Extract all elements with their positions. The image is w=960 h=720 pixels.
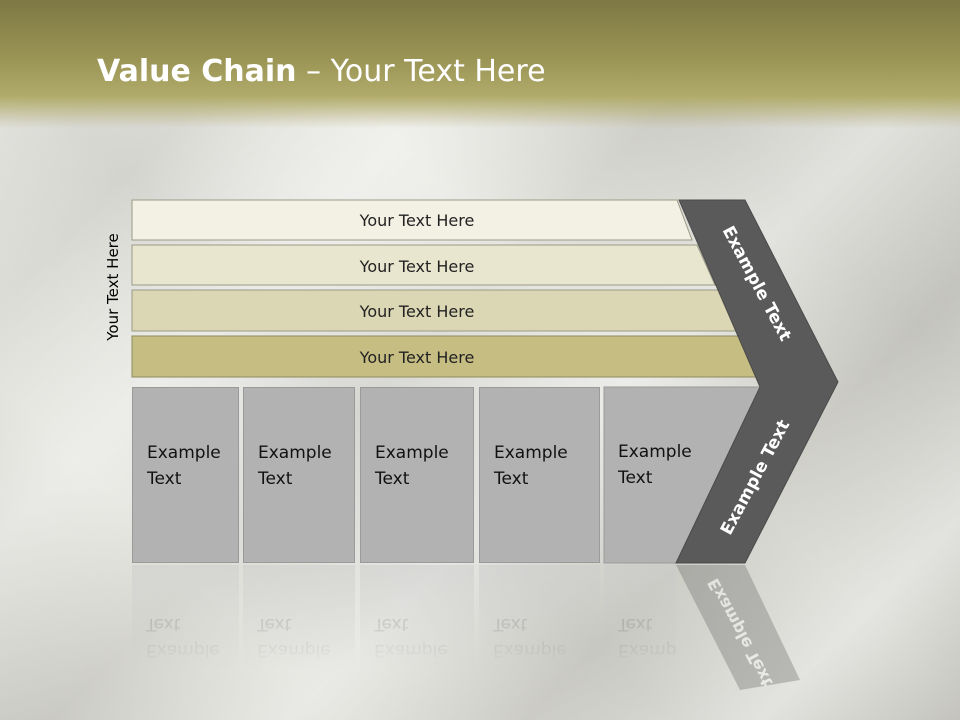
reflection-3-line2: Text bbox=[374, 614, 409, 634]
primary-cell-1-line1: Example bbox=[147, 443, 221, 463]
primary-cell-4-line2: Text bbox=[494, 469, 529, 489]
margin-chevron[interactable] bbox=[675, 199, 839, 564]
cell-reflection-5: Example Text bbox=[604, 565, 676, 715]
reflection-2-line2: Text bbox=[257, 614, 292, 634]
slide-title: Value Chain – Your Text Here bbox=[97, 54, 546, 89]
support-bar-2[interactable] bbox=[131, 244, 716, 286]
primary-cell-1[interactable]: Example Text bbox=[132, 387, 239, 563]
reflection-5-line1: Example bbox=[618, 640, 676, 660]
cell-reflection-2: Example Text bbox=[243, 565, 355, 715]
cell-reflection-1: Example Text bbox=[132, 565, 239, 715]
primary-cell-3[interactable]: Example Text bbox=[360, 387, 474, 563]
reflection-1-line1: Example bbox=[146, 640, 220, 660]
support-bar-label-3: Your Text Here bbox=[132, 291, 702, 331]
cell-reflection-3: Example Text bbox=[360, 565, 474, 715]
chevron-reflection: Example Text bbox=[676, 565, 800, 690]
support-text-4: Your Text Here bbox=[359, 347, 475, 367]
cell-reflection-4: Example Text bbox=[479, 565, 600, 715]
primary-cell-2-line2: Text bbox=[258, 469, 293, 489]
header-band bbox=[0, 0, 960, 128]
support-bar-label-2: Your Text Here bbox=[132, 246, 702, 286]
support-bar-1[interactable] bbox=[131, 199, 693, 241]
primary-cell-3-line2: Text bbox=[375, 469, 410, 489]
primary-cell-3-line1: Example bbox=[375, 443, 449, 463]
primary-cell-2-line1: Example bbox=[258, 443, 332, 463]
support-bar-label-1: Your Text Here bbox=[132, 200, 702, 240]
primary-cell-2[interactable]: Example Text bbox=[243, 387, 355, 563]
title-bold: Value Chain bbox=[97, 54, 297, 89]
primary-cell-5-line1: Example bbox=[618, 442, 692, 462]
primary-cell-1-line2: Text bbox=[147, 469, 182, 489]
title-rest: – Your Text Here bbox=[296, 54, 546, 89]
primary-cell-4-line1: Example bbox=[494, 443, 568, 463]
primary-cell-4[interactable]: Example Text bbox=[479, 387, 600, 563]
primary-cell-5: Example Text bbox=[604, 387, 704, 563]
reflection-3-line1: Example bbox=[374, 640, 448, 660]
support-text-3: Your Text Here bbox=[359, 301, 475, 321]
reflection-1-line2: Text bbox=[146, 614, 181, 634]
reflection-5-line2: Text bbox=[618, 614, 653, 634]
primary-cell-5-line2: Text bbox=[618, 468, 653, 488]
support-bar-label-4: Your Text Here bbox=[132, 337, 702, 377]
support-text-2: Your Text Here bbox=[359, 256, 475, 276]
reflection-4-line1: Example bbox=[493, 640, 567, 660]
reflection-4-line2: Text bbox=[493, 614, 528, 634]
support-text-1: Your Text Here bbox=[359, 210, 475, 230]
reflection-2-line1: Example bbox=[257, 640, 331, 660]
